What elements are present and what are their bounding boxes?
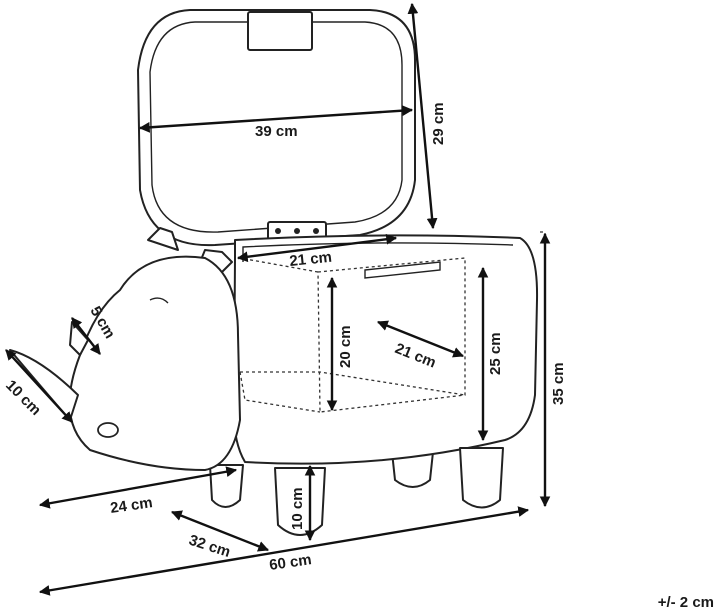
nostril — [97, 422, 119, 438]
label-lid-width: 39 cm — [255, 123, 298, 140]
leg-front-right — [459, 447, 504, 509]
arrow-head-length — [38, 466, 238, 509]
arrow-opening-width — [236, 233, 398, 263]
rhino-head — [9, 227, 241, 471]
arrow-storage-depth — [376, 320, 465, 358]
label-body-height: 25 cm — [487, 332, 504, 375]
label-lid-height: 29 cm — [430, 102, 447, 145]
arrow-total-length — [38, 506, 530, 596]
label-head-length: 24 cm — [109, 494, 153, 517]
tolerance-note: +/- 2 cm — [657, 594, 714, 611]
label-depth: 32 cm — [187, 532, 233, 561]
dimension-arrows — [5, 2, 551, 596]
label-total-length: 60 cm — [268, 551, 312, 574]
arrow-lid-height — [407, 2, 438, 230]
label-total-height: 35 cm — [550, 362, 567, 405]
arrow-horn-large — [5, 349, 73, 423]
leg-back-right — [391, 451, 434, 488]
label-leg-height: 10 cm — [289, 487, 306, 530]
arrow-horn-small — [71, 317, 101, 355]
label-storage-height: 20 cm — [337, 325, 354, 368]
lid-label-tag — [247, 11, 313, 51]
label-opening-width: 21 cm — [289, 249, 333, 270]
arrow-lid-width — [138, 105, 414, 133]
